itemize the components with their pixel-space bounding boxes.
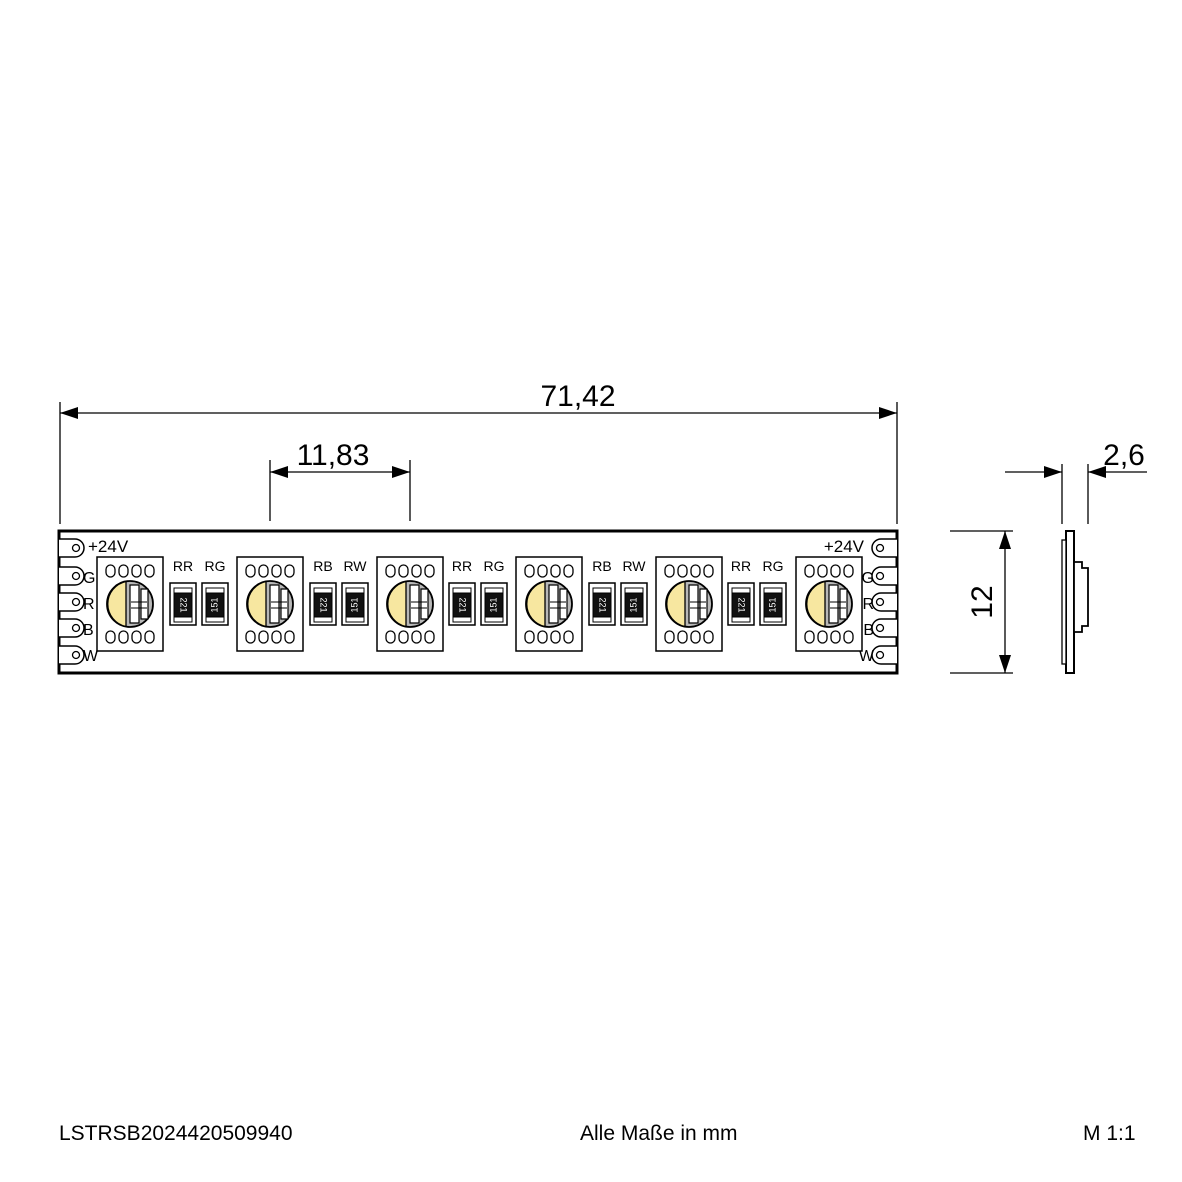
height-label: 12: [966, 585, 999, 618]
solder-pad: [59, 592, 85, 612]
pad-label-left-r: R: [83, 596, 95, 613]
total-length-label: 71,42: [540, 380, 615, 413]
pitch-label: 11,83: [297, 439, 370, 472]
resistor-label: RG: [484, 558, 505, 574]
resistor-label: RW: [343, 558, 367, 574]
resistor: RW 151: [341, 558, 369, 626]
led-chip: [96, 556, 164, 652]
pad-label-left-g: G: [83, 570, 95, 587]
dimension-total-length: 71,42: [59, 380, 898, 524]
pad-label-right-w: W: [859, 648, 875, 665]
resistor: RR 221: [448, 558, 476, 626]
resistor-label: RR: [731, 558, 751, 574]
resistor-code: 151: [349, 597, 359, 612]
pad-label-left-b: B: [83, 622, 94, 639]
resistor: RG 151: [201, 558, 229, 626]
pad-label-right-b: B: [863, 622, 874, 639]
side-profile: [1061, 530, 1089, 674]
resistor: RB 221: [588, 558, 616, 626]
solder-pad: [871, 618, 897, 638]
solder-pad: [59, 618, 85, 638]
voltage-label-right: +24V: [824, 537, 865, 556]
resistor-code: 151: [488, 597, 498, 612]
resistor: RG 151: [480, 558, 508, 626]
resistor-code: 221: [598, 597, 608, 612]
led-chip: [515, 556, 583, 652]
voltage-label-left: +24V: [88, 537, 129, 556]
strip-body: [57, 529, 899, 675]
solder-pad: [871, 592, 897, 612]
solder-pad: [59, 566, 85, 586]
dimension-height: 12: [950, 530, 1013, 674]
resistor: RR 221: [169, 558, 197, 626]
pad-label-right-r: R: [862, 596, 874, 613]
dimension-pitch: 11,83: [269, 439, 411, 521]
resistor: RW 151: [620, 558, 648, 626]
solder-pad: [59, 538, 85, 558]
dimension-thickness: 2,6: [1005, 439, 1147, 524]
resistor-code: 221: [458, 597, 468, 612]
led-chip: [376, 556, 444, 652]
resistor: RB 221: [309, 558, 337, 626]
resistor-code: 221: [737, 597, 747, 612]
right-solder-pads: [871, 538, 897, 665]
pad-label-right-g: G: [862, 570, 874, 587]
led-chip: [795, 556, 863, 652]
resistor-label: RW: [622, 558, 646, 574]
resistor-label: RR: [173, 558, 193, 574]
resistor-label: RB: [313, 558, 332, 574]
resistor-label: RG: [205, 558, 226, 574]
units-note: Alle Maße in mm: [580, 1122, 738, 1145]
article-number: LSTRSB2024420509940: [59, 1122, 293, 1145]
resistor-label: RB: [592, 558, 611, 574]
solder-pad: [59, 645, 85, 665]
resistor-code: 221: [179, 597, 189, 612]
solder-pad: [871, 645, 897, 665]
scale-label: M 1:1: [1083, 1122, 1136, 1145]
resistor-label: RR: [452, 558, 472, 574]
thickness-label: 2,6: [1103, 439, 1145, 472]
resistor-code: 151: [209, 597, 219, 612]
solder-pad: [871, 566, 897, 586]
pad-label-left-w: W: [83, 648, 99, 665]
resistor-code: 221: [319, 597, 329, 612]
left-solder-pads: [59, 538, 85, 665]
resistor-label: RG: [763, 558, 784, 574]
resistor: RR 221: [727, 558, 755, 626]
led-chip: [655, 556, 723, 652]
resistor: RG 151: [759, 558, 787, 626]
solder-pad: [871, 538, 897, 558]
led-chip: [236, 556, 304, 652]
resistor-code: 151: [767, 597, 777, 612]
resistor-code: 151: [628, 597, 638, 612]
